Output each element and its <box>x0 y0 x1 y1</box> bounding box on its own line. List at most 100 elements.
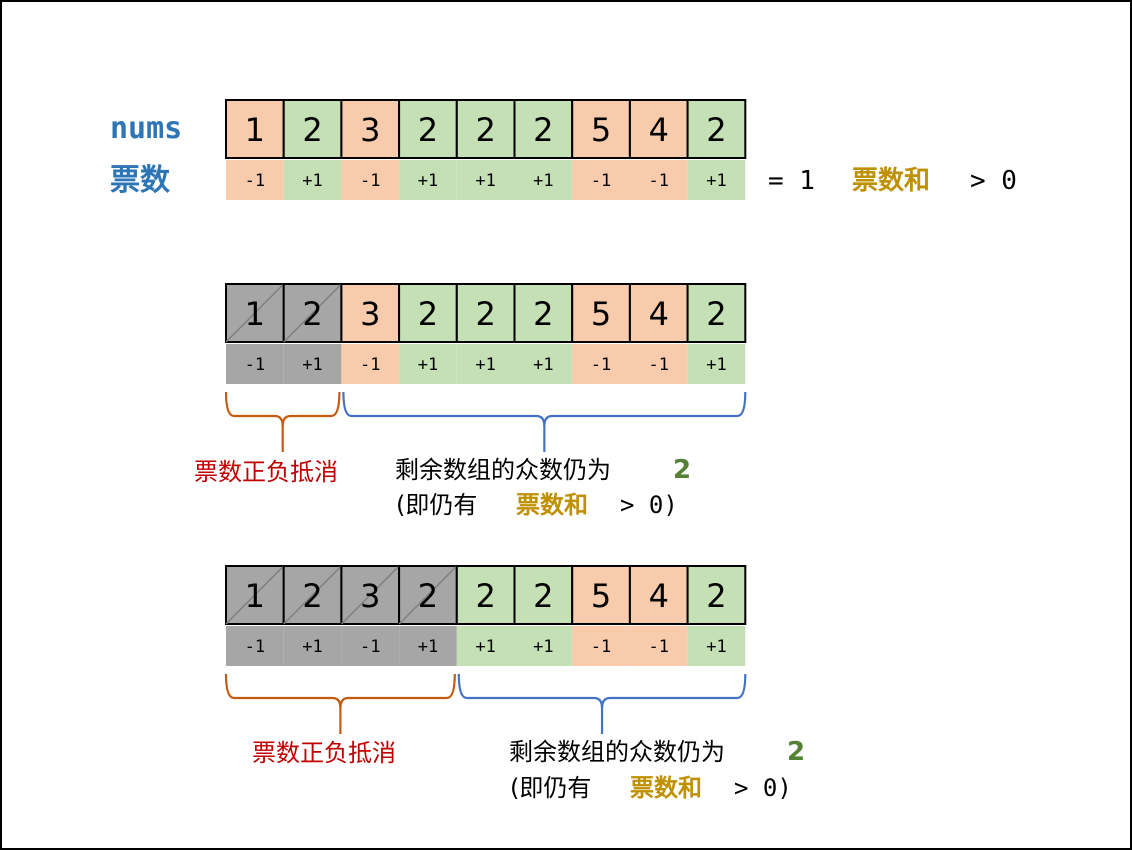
annotation-row-2: 票数正负抵消 剩余数组的众数仍为 2 (即仍有 票数和 > 0) <box>194 455 691 519</box>
vote-value: -1 <box>649 171 669 191</box>
strike-line <box>283 283 342 343</box>
vote-value: -1 <box>591 171 611 191</box>
cancel-label: 票数正负抵消 <box>252 739 396 767</box>
vote-value: +1 <box>302 171 322 191</box>
vote-sum-label: 票数和 <box>852 166 930 196</box>
vote-value: +1 <box>706 355 726 375</box>
vote-value: +1 <box>475 637 495 657</box>
remaining-majority-label: 剩余数组的众数仍为 <box>395 456 611 484</box>
num-value: 2 <box>302 111 322 149</box>
array-row-3: 1-12+13-12+12+12+15-14-12+1 <box>225 565 747 666</box>
vote-value: +1 <box>302 637 322 657</box>
num-value: 2 <box>533 577 553 615</box>
num-cell <box>686 283 747 343</box>
vote-sum-summary: = 1 票数和 > 0 <box>768 166 1017 196</box>
num-cell <box>686 565 747 625</box>
nums-label: nums <box>110 111 182 146</box>
vote-cell <box>629 344 688 384</box>
cancel-brace <box>224 673 456 734</box>
num-value: 1 <box>245 577 265 615</box>
strike-line <box>283 565 342 625</box>
num-cell <box>340 99 401 159</box>
vote-value: +1 <box>706 171 726 191</box>
num-cell <box>686 99 747 159</box>
remaining-majority-value: 2 <box>673 455 691 485</box>
num-cell <box>513 565 574 625</box>
greater-than-zero-text: > 0 <box>970 166 1017 196</box>
vote-value: -1 <box>360 171 380 191</box>
vote-cell <box>572 160 630 200</box>
vote-value: +1 <box>533 637 553 657</box>
num-cell <box>282 99 343 159</box>
num-value: 3 <box>360 295 380 333</box>
paren-open-text: (即仍有 <box>396 491 477 519</box>
vote-cell <box>283 626 342 666</box>
vote-cell <box>456 160 515 200</box>
array-row-1: 1-12+13-12+12+12+15-14-12+1 <box>225 99 747 200</box>
paren-vote-sum-label: 票数和 <box>630 774 702 802</box>
strike-line <box>225 283 285 343</box>
vote-value: +1 <box>302 355 322 375</box>
vote-value: -1 <box>245 637 265 657</box>
vote-value: +1 <box>533 171 553 191</box>
paren-vote-sum-label: 票数和 <box>516 491 588 519</box>
vote-value: -1 <box>360 637 380 657</box>
vote-cell <box>572 344 630 384</box>
vote-value: +1 <box>533 355 553 375</box>
num-value: 2 <box>475 111 495 149</box>
remaining-majority-value: 2 <box>787 737 805 767</box>
vote-value: +1 <box>475 171 495 191</box>
num-cell <box>398 283 458 343</box>
vote-value: -1 <box>649 637 669 657</box>
num-value: 2 <box>418 577 438 615</box>
equals-one-text: = 1 <box>768 166 815 196</box>
vote-value: +1 <box>418 171 438 191</box>
num-cell <box>571 99 631 159</box>
vote-cell <box>399 626 457 666</box>
vote-cell <box>629 626 688 666</box>
remaining-brace <box>457 673 747 734</box>
num-cell <box>628 283 689 343</box>
num-cell <box>513 283 574 343</box>
strike-line <box>340 565 400 625</box>
vote-cell <box>341 160 400 200</box>
vote-cell <box>629 160 688 200</box>
vote-cell <box>226 160 284 200</box>
num-cell <box>398 99 458 159</box>
num-value: 1 <box>245 111 265 149</box>
vote-cell <box>514 344 573 384</box>
array-rows: 1-12+13-12+12+12+15-14-12+11-12+13-12+12… <box>224 99 747 734</box>
num-value: 2 <box>475 295 495 333</box>
vote-value: +1 <box>418 355 438 375</box>
paren-close-text: > 0) <box>620 491 678 519</box>
vote-cell <box>514 160 573 200</box>
vote-value: +1 <box>418 637 438 657</box>
vote-cell <box>514 626 573 666</box>
num-value: 5 <box>591 111 611 149</box>
vote-value: -1 <box>245 355 265 375</box>
num-value: 2 <box>475 577 495 615</box>
strike-line <box>225 565 285 625</box>
cancel-brace <box>224 391 341 452</box>
num-value: 2 <box>418 111 438 149</box>
vote-cell <box>283 344 342 384</box>
annotations: 票数正负抵消 剩余数组的众数仍为 2 (即仍有 票数和 > 0) 票数正负抵消 … <box>194 455 805 802</box>
vote-cell <box>687 160 746 200</box>
vote-value: -1 <box>591 355 611 375</box>
num-value: 2 <box>302 577 322 615</box>
cancel-label: 票数正负抵消 <box>194 458 338 486</box>
strike-line <box>398 565 458 625</box>
num-cell <box>513 99 574 159</box>
num-value: 1 <box>245 295 265 333</box>
num-value: 4 <box>649 295 669 333</box>
vote-value: +1 <box>475 355 495 375</box>
num-cell <box>628 565 689 625</box>
vote-cell <box>399 160 457 200</box>
num-value: 5 <box>591 577 611 615</box>
num-cell <box>455 283 516 343</box>
num-value: 2 <box>302 295 322 333</box>
num-value: 4 <box>649 577 669 615</box>
num-value: 2 <box>418 295 438 333</box>
remaining-brace <box>342 391 747 452</box>
